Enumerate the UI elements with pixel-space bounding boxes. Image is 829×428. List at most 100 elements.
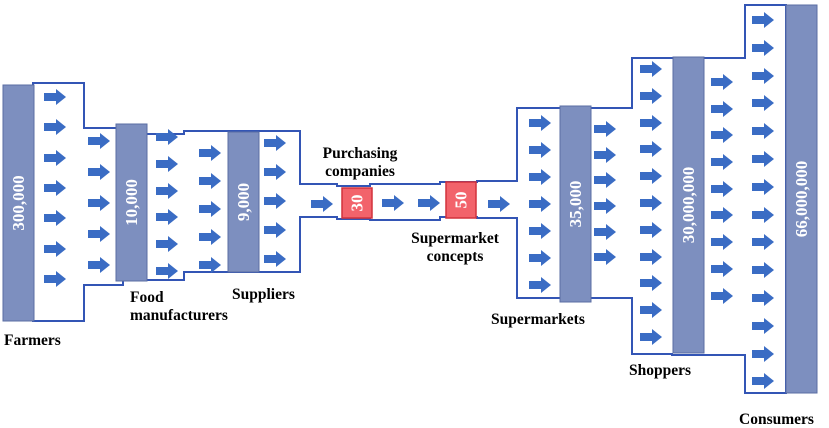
arrow-right-icon	[88, 195, 110, 211]
supermarkets-bar: 35,000	[559, 105, 592, 303]
farmers-label: Farmers	[4, 332, 61, 349]
arrow-right-icon	[264, 251, 286, 267]
arrow-right-icon	[529, 196, 551, 212]
arrow-right-icon	[44, 241, 66, 257]
arrow-right-icon	[640, 249, 662, 265]
arrow-right-icon	[711, 181, 733, 197]
supermarkets-value: 35,000	[566, 181, 585, 228]
arrow-right-icon	[418, 195, 440, 211]
arrow-right-icon	[594, 224, 616, 240]
flow-arrows	[44, 12, 774, 389]
arrow-right-icon	[711, 74, 733, 90]
arrow-right-icon	[640, 302, 662, 318]
arrow-right-icon	[199, 229, 221, 245]
arrow-right-icon	[529, 142, 551, 158]
arrow-right-icon	[44, 150, 66, 166]
arrow-right-icon	[199, 257, 221, 273]
bar-icon	[227, 131, 260, 273]
bar-icon	[445, 181, 477, 219]
bar-icon	[2, 84, 35, 322]
arrow-right-icon	[752, 290, 774, 306]
arrow-right-icon	[264, 164, 286, 180]
arrow-right-icon	[156, 209, 178, 225]
arrow-right-icon	[752, 40, 774, 56]
arrow-right-icon	[529, 169, 551, 185]
arrow-right-icon	[88, 133, 110, 149]
consumers-bar: 66,000,000	[785, 4, 818, 394]
stage-labels: FarmersFoodmanufacturersSuppliersPurchas…	[4, 145, 814, 428]
food-manufacturers-value: 10,000	[122, 179, 141, 226]
arrow-right-icon	[752, 262, 774, 278]
arrow-right-icon	[199, 201, 221, 217]
arrow-right-icon	[752, 95, 774, 111]
arrow-right-icon	[199, 145, 221, 161]
arrow-right-icon	[752, 373, 774, 389]
arrow-right-icon	[640, 275, 662, 291]
bar-icon	[672, 56, 705, 354]
arrow-right-icon	[640, 115, 662, 131]
arrow-right-icon	[752, 151, 774, 167]
arrow-right-icon	[44, 89, 66, 105]
suppliers-bar: 9,000	[227, 131, 260, 273]
arrow-right-icon	[711, 234, 733, 250]
arrow-right-icon	[594, 147, 616, 163]
arrow-right-icon	[44, 210, 66, 226]
arrow-right-icon	[44, 180, 66, 196]
food-manufacturers-label: manufacturers	[130, 307, 228, 324]
bar-icon	[341, 187, 373, 219]
consumers-value: 66,000,000	[792, 161, 811, 238]
arrow-right-icon	[264, 222, 286, 238]
arrow-right-icon	[594, 249, 616, 265]
consumers-label: Consumers	[739, 411, 814, 428]
arrow-right-icon	[311, 196, 333, 212]
arrow-right-icon	[711, 127, 733, 143]
supermarket-concepts-label: Supermarket	[411, 230, 500, 247]
arrow-right-icon	[752, 234, 774, 250]
arrow-right-icon	[44, 271, 66, 287]
suppliers-value: 9,000	[234, 183, 253, 221]
arrow-right-icon	[711, 288, 733, 304]
arrow-right-icon	[156, 263, 178, 279]
arrow-right-icon	[529, 223, 551, 239]
arrow-right-icon	[640, 61, 662, 77]
arrow-right-icon	[640, 88, 662, 104]
arrow-right-icon	[640, 141, 662, 157]
arrow-right-icon	[88, 257, 110, 273]
arrow-right-icon	[156, 236, 178, 252]
arrow-right-icon	[264, 193, 286, 209]
shoppers-value: 30,000,000	[679, 167, 698, 244]
purchasing-companies-bar: 30	[341, 187, 373, 219]
arrow-right-icon	[529, 250, 551, 266]
arrow-right-icon	[594, 121, 616, 137]
arrow-right-icon	[529, 115, 551, 131]
arrow-right-icon	[594, 172, 616, 188]
farmers-value: 300,000	[9, 175, 28, 230]
arrow-right-icon	[752, 123, 774, 139]
arrow-right-icon	[640, 329, 662, 345]
arrow-right-icon	[752, 318, 774, 334]
suppliers-label: Suppliers	[232, 286, 295, 303]
arrow-right-icon	[156, 129, 178, 145]
arrow-right-icon	[529, 277, 551, 293]
arrow-right-icon	[752, 207, 774, 223]
arrow-right-icon	[640, 195, 662, 211]
arrow-right-icon	[711, 261, 733, 277]
purchasing-companies-label: Purchasing	[323, 145, 398, 162]
arrow-right-icon	[752, 12, 774, 28]
arrow-right-icon	[640, 168, 662, 184]
supermarket-concepts-label: concepts	[427, 248, 484, 265]
bar-icon	[785, 4, 818, 394]
arrow-right-icon	[156, 156, 178, 172]
shoppers-bar: 30,000,000	[672, 56, 705, 354]
arrow-right-icon	[711, 101, 733, 117]
arrow-right-icon	[752, 346, 774, 362]
funnel-outline	[32, 4, 787, 394]
arrow-right-icon	[88, 164, 110, 180]
arrow-right-icon	[711, 154, 733, 170]
bar-icon	[559, 105, 592, 303]
supermarkets-label: Supermarkets	[491, 311, 585, 328]
bar-icon	[115, 123, 148, 282]
arrow-right-icon	[44, 119, 66, 135]
shoppers-label: Shoppers	[629, 362, 691, 379]
arrow-right-icon	[156, 183, 178, 199]
